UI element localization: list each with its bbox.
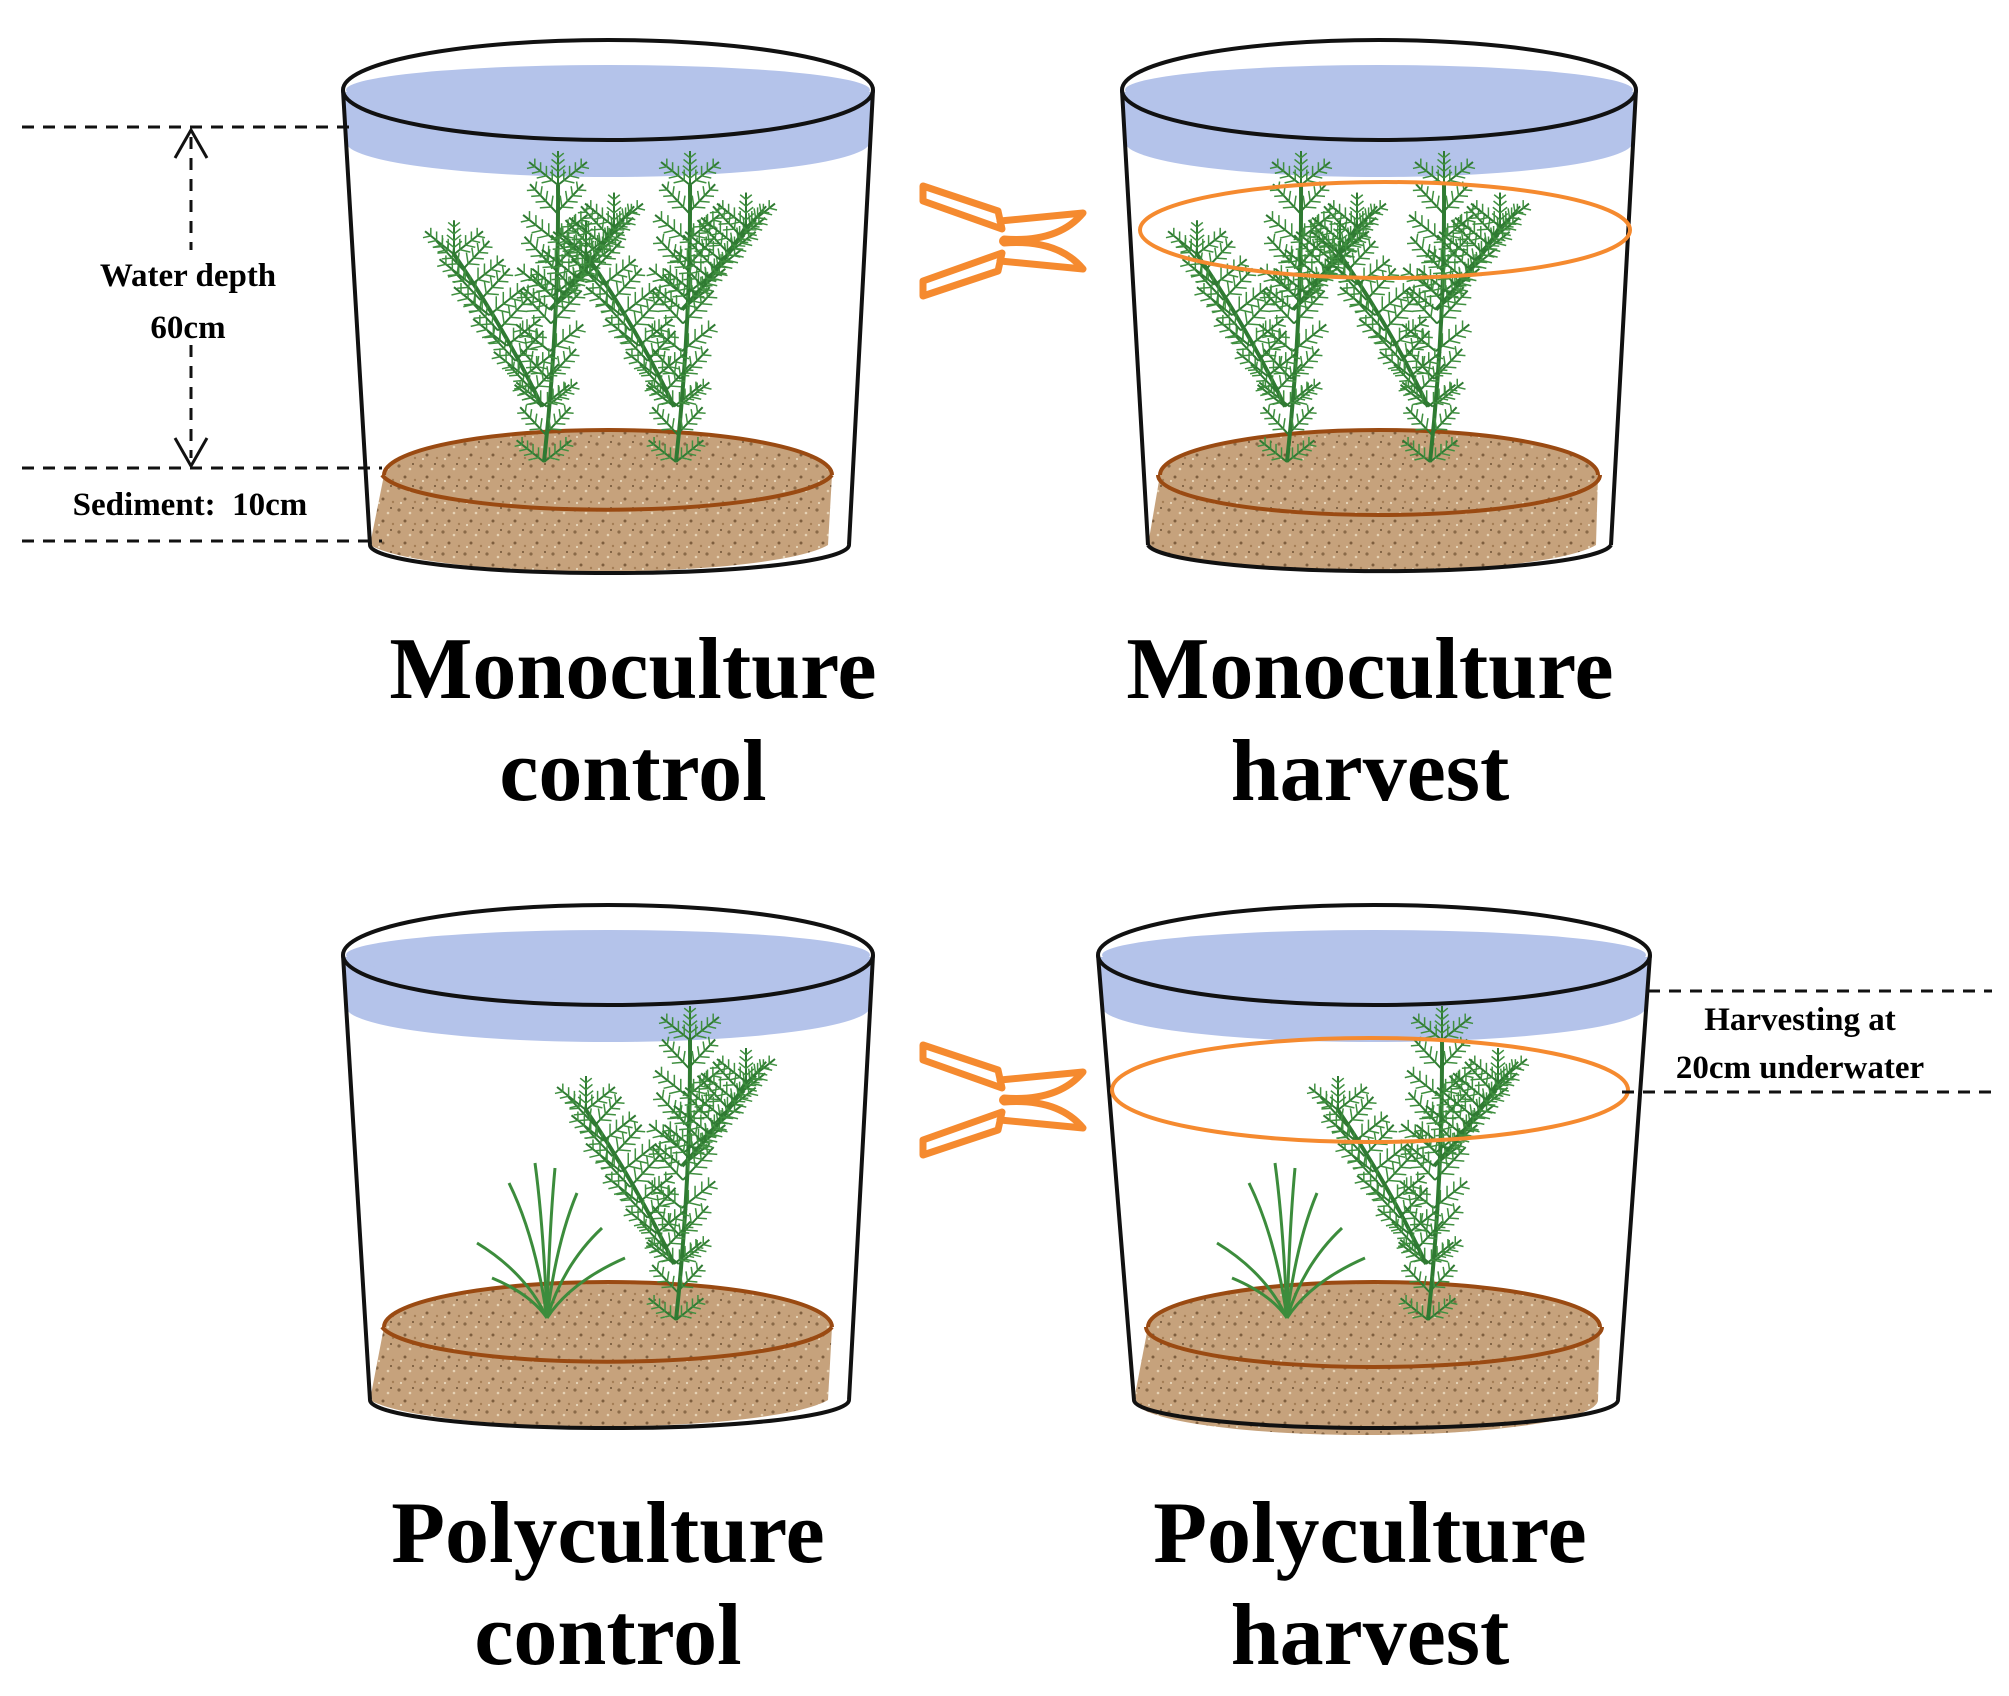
bucket-poly-harvest [1096, 903, 1652, 1435]
panel-title-poly-harvest-1: Polyculture [1153, 1485, 1586, 1582]
bucket-mono-harvest [1120, 38, 1638, 574]
scissors-icon [919, 1041, 1087, 1159]
harvest-depth-annotation [1622, 989, 1992, 1094]
water-depth-label-2: 60cm [150, 310, 225, 346]
water-depth-arrowheads [173, 126, 209, 470]
panel-title-mono-control-1: Monoculture [389, 621, 876, 718]
panel-title-poly-control-2: control [474, 1587, 741, 1684]
hornwort-plant-icon [554, 151, 778, 463]
grass-plant-icon [1216, 1162, 1366, 1319]
bucket-icon [341, 903, 875, 1431]
bucket-icon [1096, 903, 1652, 1435]
panel-title-mono-control-2: control [499, 723, 766, 820]
panel-title-poly-control-1: Polyculture [391, 1485, 824, 1582]
bucket-poly-control [341, 903, 875, 1431]
harvest-depth-label-2: 20cm underwater [1676, 1050, 1924, 1086]
sediment-label: Sediment: 10cm [73, 487, 308, 523]
hornwort-plant-icon [1306, 1006, 1530, 1321]
bucket-mono-control [341, 38, 875, 576]
bucket-icon [341, 38, 875, 576]
harvest-cut-ring [1110, 1036, 1630, 1144]
scissors-icon [919, 182, 1087, 300]
panel-title-poly-harvest-2: harvest [1231, 1587, 1510, 1684]
water-depth-label-1: Water depth [100, 258, 276, 294]
hornwort-plant-icon [1308, 151, 1532, 463]
panel-title-mono-harvest-1: Monoculture [1126, 621, 1613, 718]
hornwort-plant-icon [422, 151, 646, 463]
panel-title-mono-harvest-2: harvest [1231, 723, 1510, 820]
hornwort-plant-icon [554, 1006, 778, 1321]
water-depth-annotation [22, 125, 382, 543]
harvest-cut-ring [1138, 180, 1632, 280]
bucket-icon [1120, 38, 1638, 574]
harvest-depth-label-1: Harvesting at [1704, 1002, 1896, 1038]
grass-plant-icon [476, 1162, 626, 1319]
